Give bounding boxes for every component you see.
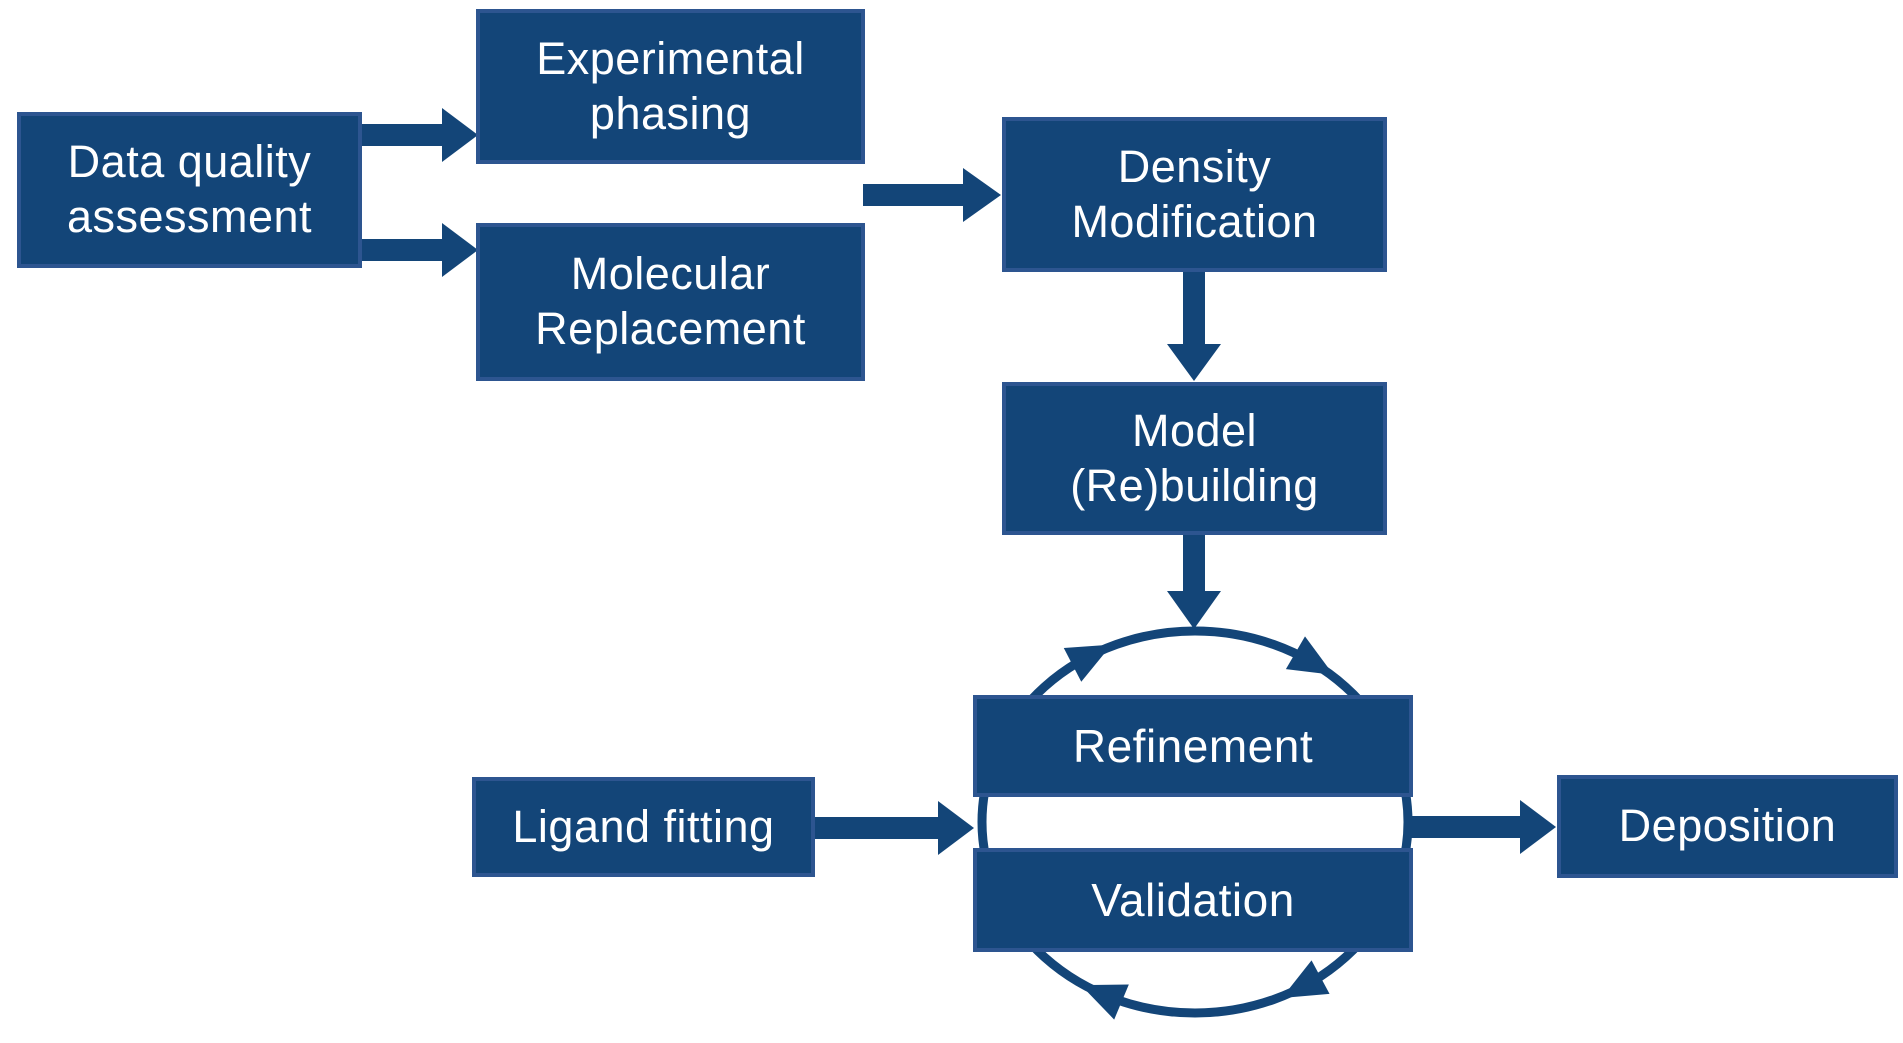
node-ligand-fitting: Ligand fitting [472, 777, 815, 877]
node-refinement: Refinement [973, 695, 1413, 797]
arrow-ligand-to-cycle [815, 801, 974, 855]
node-model-rebuilding: Model (Re)building [1002, 382, 1387, 535]
node-deposition: Deposition [1557, 775, 1898, 878]
arrow-dqa-to-molecular [362, 223, 478, 277]
cycle-arrowhead-top-left [1063, 644, 1112, 682]
cycle-arrowhead-bottom-left [1080, 984, 1129, 1020]
arrow-model-to-cycle [1167, 535, 1221, 629]
cycle-arrowhead-bottom-right [1281, 960, 1330, 999]
node-density-modification: Density Modification [1002, 117, 1387, 272]
node-molecular-replacement: Molecular Replacement [476, 223, 865, 381]
cycle-arrowhead-top-right [1285, 636, 1334, 675]
arrow-phasing-to-density [863, 168, 1001, 222]
arrow-cycle-to-deposition [1408, 800, 1556, 854]
arrow-density-to-model [1167, 272, 1221, 381]
node-validation: Validation [973, 848, 1413, 952]
node-experimental-phasing: Experimental phasing [476, 9, 865, 164]
node-data-quality-assessment: Data quality assessment [17, 112, 362, 268]
arrow-dqa-to-experimental [362, 108, 478, 162]
cycle-ellipse [977, 626, 1413, 1018]
